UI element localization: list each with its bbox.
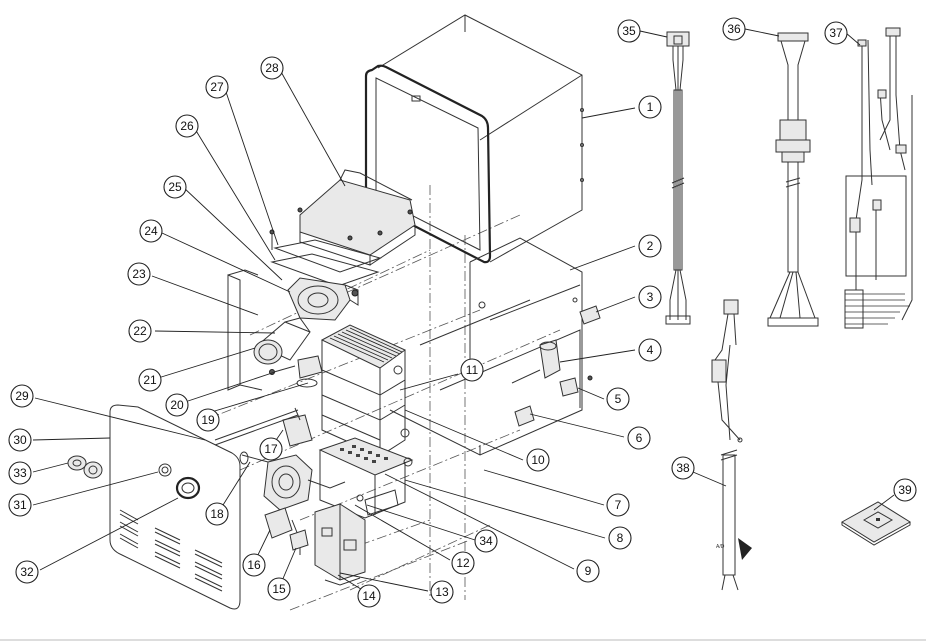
callout-label: 5 [615, 392, 622, 406]
callout-label: 20 [170, 398, 184, 412]
callout-label: 15 [272, 582, 286, 596]
callout-1: 1 [638, 95, 662, 119]
callout-21: 21 [138, 368, 162, 392]
gasket-plates [269, 229, 382, 287]
callout-30: 30 [8, 428, 32, 452]
callout-label: 8 [617, 531, 624, 545]
callout-4: 4 [638, 338, 662, 362]
callout-12: 12 [451, 551, 475, 575]
callout-25: 25 [163, 175, 187, 199]
callout-28: 28 [260, 56, 284, 80]
callout-10: 10 [526, 448, 550, 472]
callout-label: 3 [647, 290, 654, 304]
callout-23: 23 [127, 262, 151, 286]
callout-33: 33 [8, 461, 32, 485]
callout-label: 19 [201, 413, 215, 427]
callout-3: 3 [638, 285, 662, 309]
gas-valve-assembly [214, 407, 346, 511]
callout-label: 36 [727, 22, 741, 36]
callout-label: 25 [168, 180, 182, 194]
outer-cabinet [364, 14, 584, 264]
callout-label: 1 [647, 100, 654, 114]
callout-label: 32 [20, 565, 34, 579]
callout-label: 14 [362, 589, 376, 603]
callout-label: 31 [13, 498, 27, 512]
callout-39: 39 [893, 478, 917, 502]
callout-label: 11 [466, 363, 479, 377]
callout-20: 20 [165, 393, 189, 417]
air-inlet-duct [253, 317, 311, 365]
callout-label: 18 [210, 507, 224, 521]
callout-8: 8 [608, 526, 632, 550]
wire-harness-35 [665, 31, 691, 325]
callout-24: 24 [139, 219, 163, 243]
callout-label: 26 [180, 119, 194, 133]
callout-31: 31 [8, 493, 32, 517]
callout-label: 17 [264, 442, 278, 456]
callout-label: 2 [647, 239, 654, 253]
callout-2: 2 [638, 234, 662, 258]
callout-label: 30 [13, 433, 27, 447]
callout-label: 39 [898, 483, 912, 497]
callout-27: 27 [205, 75, 229, 99]
callout-15: 15 [267, 577, 291, 601]
harness-tag-label: A/D [716, 544, 725, 550]
callout-label: 33 [13, 466, 27, 480]
callout-label: 12 [456, 556, 470, 570]
callout-label: 13 [435, 585, 449, 599]
solenoid-brackets [264, 507, 309, 555]
callout-label: 10 [531, 453, 545, 467]
callout-16: 16 [242, 553, 266, 577]
callout-13: 13 [430, 580, 454, 604]
callout-label: 24 [144, 224, 158, 238]
callout-18: 18 [205, 502, 229, 526]
callout-label: 21 [143, 373, 157, 387]
callout-17: 17 [259, 437, 283, 461]
callout-label: 37 [829, 26, 843, 40]
callout-29: 29 [10, 384, 34, 408]
display-module [841, 501, 911, 546]
callout-38: 38 [671, 456, 695, 480]
control-board [314, 503, 366, 586]
callout-5: 5 [606, 387, 630, 411]
callout-6: 6 [627, 426, 651, 450]
callout-36: 36 [722, 17, 746, 41]
callout-label: 38 [676, 461, 690, 475]
callout-22: 22 [128, 319, 152, 343]
wire-harness-38: A/D [711, 299, 752, 591]
callout-14: 14 [357, 584, 381, 608]
callout-label: 16 [247, 558, 261, 572]
callout-37: 37 [824, 21, 848, 45]
flue-hood [297, 169, 416, 266]
callout-label: 29 [15, 389, 29, 403]
blower-assembly [287, 277, 359, 321]
mounting-bracket [227, 269, 263, 391]
callout-label: 22 [133, 324, 147, 338]
callout-label: 9 [585, 564, 592, 578]
callout-35: 35 [617, 19, 641, 43]
callout-26: 26 [175, 114, 199, 138]
callout-label: 34 [479, 534, 493, 548]
callout-19: 19 [196, 408, 220, 432]
callout-label: 4 [647, 343, 654, 357]
wire-harness-36 [767, 32, 819, 327]
heat-exchanger [320, 324, 410, 457]
callout-label: 27 [210, 80, 224, 94]
callout-label: 35 [622, 24, 636, 38]
callout-32: 32 [15, 560, 39, 584]
sensor-fittings [269, 355, 323, 388]
callout-label: 28 [265, 61, 279, 75]
callout-label: 6 [636, 431, 643, 445]
wire-harness-37 [844, 27, 913, 329]
callout-11: 11 [460, 358, 484, 382]
callout-7: 7 [606, 493, 630, 517]
front-panel [67, 404, 241, 610]
callout-34: 34 [474, 529, 498, 553]
right-fittings [511, 305, 601, 427]
callout-label: 7 [615, 498, 622, 512]
burner-box [318, 437, 414, 519]
callout-9: 9 [576, 559, 600, 583]
callout-label: 23 [132, 267, 146, 281]
